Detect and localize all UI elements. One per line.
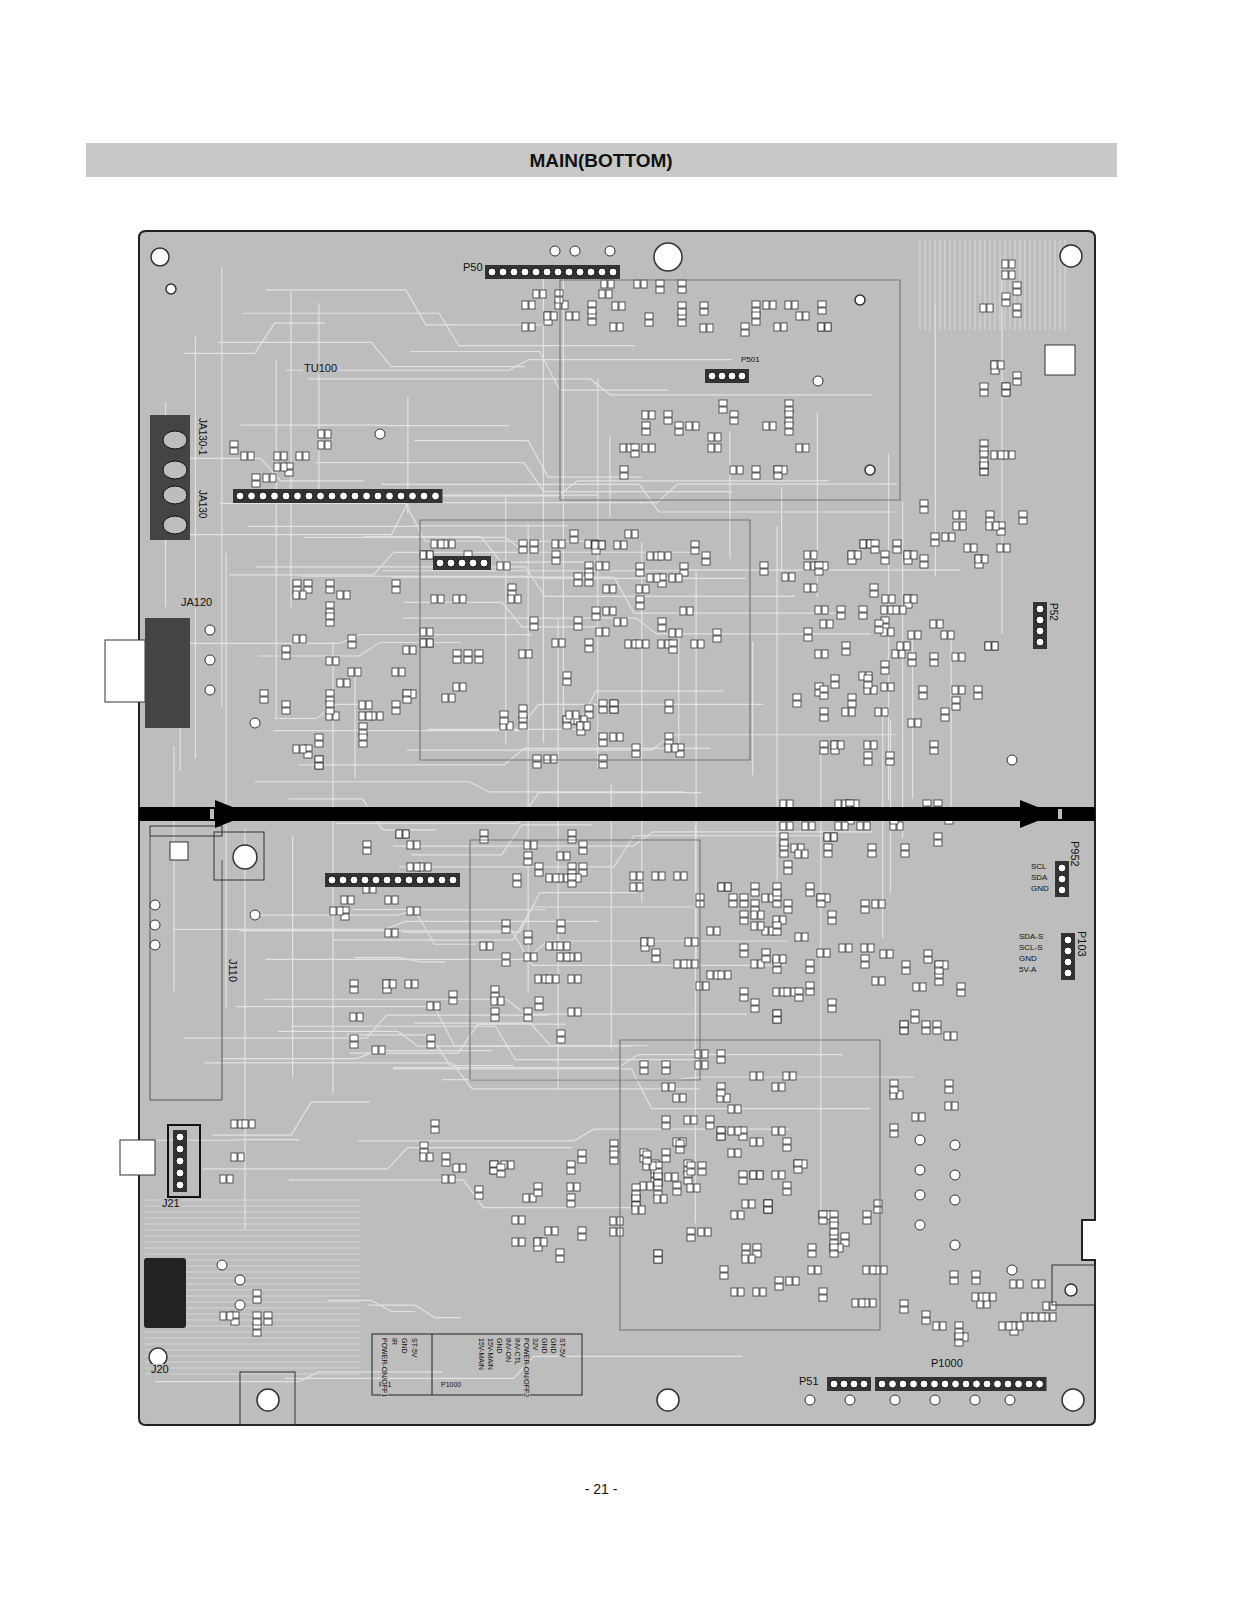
part-label: P50 — [462, 262, 484, 273]
silkscreen-label: 32V — [532, 1337, 539, 1351]
silkscreen-label: INV-ON — [505, 1337, 512, 1363]
silkscreen-label: GND — [541, 1337, 548, 1355]
part-label: P51 — [798, 1376, 820, 1387]
silkscreen-label: POWER-ON/OFF2 — [523, 1337, 530, 1398]
silkscreen-label: 15V-MAIN — [487, 1337, 494, 1371]
divider-arrow — [139, 800, 1095, 828]
part-label: JA120 — [180, 597, 213, 608]
part-label: SDA-S — [1018, 933, 1044, 941]
part-label: SCL-S — [1018, 944, 1044, 952]
silkscreen-label: P52 — [1048, 602, 1058, 622]
part-label: J21 — [161, 1198, 181, 1209]
page-number: - 21 - — [585, 1482, 618, 1496]
connector-pins — [153, 265, 1075, 1391]
part-label: P501 — [740, 356, 761, 364]
silkscreen-label: J110 — [227, 958, 238, 983]
part-label: 5V-A — [1018, 966, 1037, 974]
part-label: GND — [1030, 885, 1050, 893]
silkscreen-label: JA130-1 — [197, 418, 207, 455]
jacks — [105, 345, 1095, 1425]
pcb-board — [139, 231, 1095, 1425]
silkscreen-label: ST-5V — [559, 1337, 566, 1358]
silkscreen-label: 15V-MAIN — [478, 1337, 485, 1371]
silkscreen-label: INV-CTL — [514, 1337, 521, 1366]
silkscreen-label: POWER-ON/OFF1 — [381, 1337, 388, 1398]
part-label: P1000 — [930, 1358, 964, 1369]
page-title: MAIN(BOTTOM) — [529, 151, 672, 170]
part-label: TU100 — [303, 363, 338, 374]
silkscreen-label: ST-5V — [411, 1337, 418, 1358]
component-pads — [220, 260, 1056, 1346]
part-label: P1000 — [440, 1381, 462, 1388]
part-label: J20 — [150, 1364, 170, 1375]
mounting-holes — [149, 243, 1084, 1411]
title-bar — [86, 143, 1117, 177]
silkscreen-label: IR — [391, 1337, 398, 1346]
silkscreen-label: P103 — [1076, 930, 1087, 958]
ic-outlines — [420, 280, 900, 1330]
silkscreen-label: GND — [401, 1337, 408, 1355]
part-label: GND — [1018, 955, 1038, 963]
part-label: SCL — [1030, 863, 1048, 871]
silkscreen-label: GND — [550, 1337, 557, 1355]
part-label: SDA — [1030, 874, 1048, 882]
silkscreen-label: JA130 — [197, 490, 207, 518]
silkscreen-label: GND — [496, 1337, 503, 1355]
silkscreen-label: P952 — [1069, 840, 1080, 868]
